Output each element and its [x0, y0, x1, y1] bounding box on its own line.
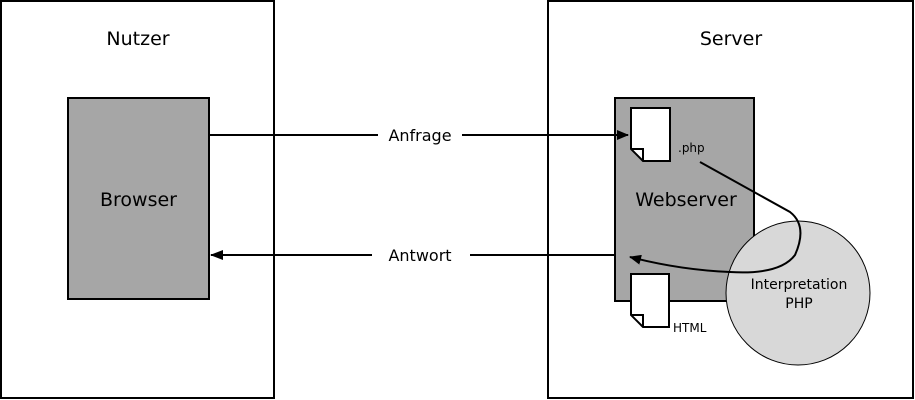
request-arrowhead	[617, 130, 629, 140]
browser-label: Browser	[100, 189, 177, 211]
php-file-icon	[630, 107, 671, 162]
html-file-icon	[630, 273, 670, 328]
server-title: Server	[700, 28, 762, 50]
request-label: Anfrage	[388, 126, 451, 145]
html-file-label: HTML	[673, 321, 707, 335]
user-title: Nutzer	[106, 28, 169, 50]
browser-box	[67, 97, 210, 300]
response-label: Antwort	[388, 246, 451, 265]
interpreter-line1: Interpretation	[751, 277, 848, 293]
interpretation-arrow	[629, 161, 802, 274]
php-file-label: .php	[678, 141, 705, 155]
php-interpreter-circle	[725, 220, 871, 366]
webserver-label: Webserver	[635, 189, 737, 211]
interpreter-line2: PHP	[785, 296, 812, 312]
response-arrowhead	[210, 250, 223, 260]
